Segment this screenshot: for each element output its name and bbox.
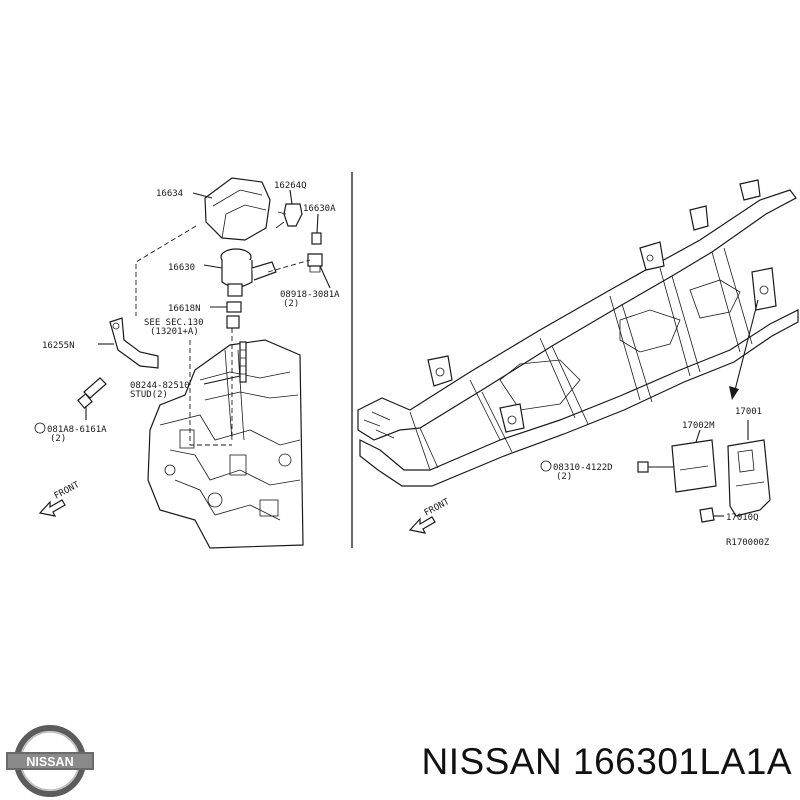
label-front-right: FRONT bbox=[423, 497, 452, 519]
label-081a8-marker bbox=[34, 422, 46, 434]
label-17002m: 17002M bbox=[682, 421, 715, 431]
label-08918: 08918-3081A bbox=[280, 290, 340, 300]
label-16618n: 16618N bbox=[168, 304, 201, 314]
label-see-sec-ref: (13201+A) bbox=[150, 327, 199, 337]
part-16634-cover bbox=[192, 177, 271, 241]
label-16264q: 16264Q bbox=[274, 181, 307, 191]
leader-dashed-b bbox=[267, 259, 311, 273]
label-16630a: 16630A bbox=[303, 204, 336, 214]
right-panel: 17002M 17001 08310-4122D (2) 17010Q FRON… bbox=[357, 179, 799, 548]
label-08310-qty: (2) bbox=[556, 472, 572, 482]
engine-block-drawing bbox=[147, 339, 304, 549]
part-16630-fuel-pump bbox=[203, 248, 277, 297]
label-front-left: FRONT bbox=[53, 480, 82, 502]
leader-dashed-a bbox=[135, 225, 197, 316]
part-08310-bolt bbox=[637, 461, 674, 473]
detail-pointer-arrow bbox=[729, 299, 759, 400]
label-ref-code: R170000Z bbox=[726, 538, 770, 548]
part-17002m-plate bbox=[671, 429, 717, 493]
part-16618n-seal bbox=[210, 301, 242, 329]
label-081a8: 081A8-6161A bbox=[47, 425, 107, 435]
front-arrow-right bbox=[408, 516, 436, 534]
label-08244-note: STUD(2) bbox=[130, 390, 168, 400]
label-16255n: 16255N bbox=[42, 341, 75, 351]
part-08244-stud bbox=[203, 341, 247, 385]
chassis-frame-drawing bbox=[357, 179, 799, 487]
part-16630a-fitting bbox=[311, 213, 322, 245]
label-08310: 08310-4122D bbox=[553, 463, 613, 473]
part-17010q-bolt bbox=[699, 507, 724, 523]
nissan-logo: NISSAN bbox=[6, 725, 94, 797]
nissan-logo-text: NISSAN bbox=[26, 755, 73, 769]
part-17001-protector bbox=[727, 420, 771, 517]
part-08918-bolt bbox=[307, 253, 331, 289]
label-see-sec: SEE SEC.130 bbox=[144, 318, 204, 328]
label-17001: 17001 bbox=[735, 407, 762, 417]
part-16255n-bracket bbox=[98, 317, 159, 369]
label-081a8-qty: (2) bbox=[50, 434, 66, 444]
label-17010q: 17010Q bbox=[726, 513, 759, 523]
part-081a8-bolt bbox=[77, 377, 107, 420]
label-08310-marker bbox=[540, 460, 552, 472]
product-caption: NISSAN 166301LA1A bbox=[421, 741, 792, 782]
leader-dashed-c bbox=[189, 340, 232, 446]
label-08244: 08244-82510 bbox=[130, 381, 190, 391]
front-arrow-left bbox=[38, 499, 66, 517]
label-16634: 16634 bbox=[156, 189, 183, 199]
part-16264q-bracket bbox=[275, 189, 303, 229]
label-08918-qty: (2) bbox=[283, 299, 299, 309]
left-panel: 16634 16264Q 16630A 16630 08918-3081A (2… bbox=[34, 177, 340, 549]
label-16630: 16630 bbox=[168, 263, 195, 273]
